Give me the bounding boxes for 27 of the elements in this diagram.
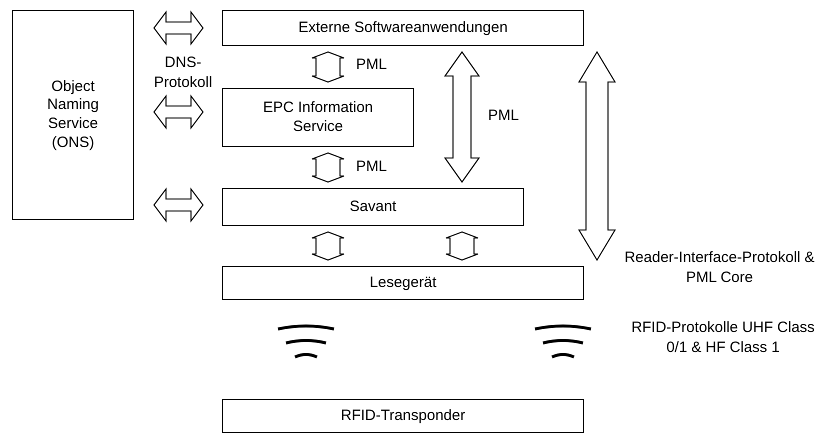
double-arrow [311,152,345,183]
annotation-text: RFID-Protokolle UHF Class 0/1 & HF Class 1 [630,318,816,357]
edge-label: PML [488,106,519,126]
component-box [222,399,584,433]
double-arrow [445,231,479,261]
double-arrow [578,50,616,262]
box-label: Externe Softwareanwendungen [298,18,508,38]
double-arrow [444,51,480,183]
component-box [12,10,134,220]
double-arrow [311,231,345,261]
edge-label: PML [356,55,387,74]
double-arrow [311,51,345,83]
box-label: Object Naming Service (ONS) [46,78,100,152]
component-box [222,266,584,300]
double-arrow [153,10,204,46]
component-box [222,10,584,46]
edge-label: PML [356,157,387,176]
double-arrow [153,187,204,223]
component-box [222,188,524,226]
box-label: Lesegerät [370,274,436,292]
double-arrow [153,94,204,130]
component-box [222,88,414,147]
annotation-text: Reader-Interface-Protokoll & PML Core [623,248,816,287]
box-label: Savant [350,198,396,216]
box-label: RFID-Transponder [340,406,466,426]
annotation-text: DNS-Protokoll [152,53,214,92]
box-label: EPC Information Service [262,98,374,136]
